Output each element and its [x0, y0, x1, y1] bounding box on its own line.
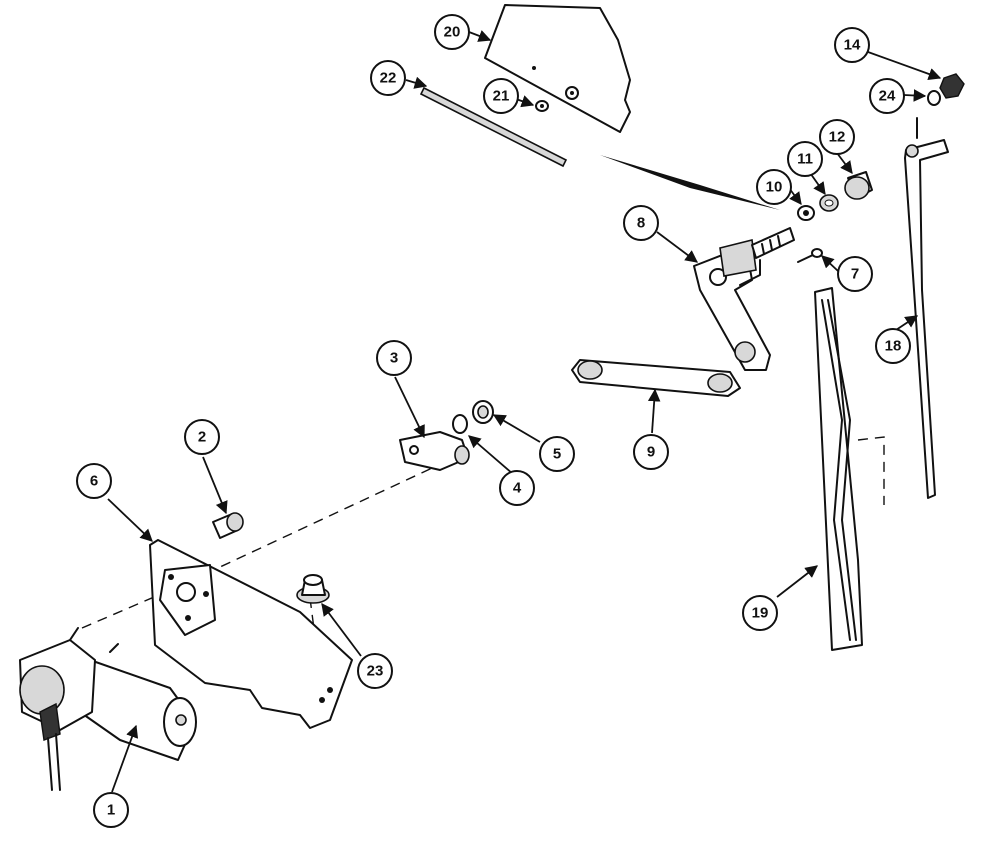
callout-1: 1 [93, 792, 129, 828]
svg-text:14: 14 [844, 37, 861, 54]
svg-text:3: 3 [390, 350, 398, 367]
part-flange-nut [296, 574, 330, 604]
callout-12: 12 [819, 119, 855, 155]
svg-text:4: 4 [513, 480, 522, 497]
callout-20: 20 [434, 14, 470, 50]
svg-text:18: 18 [885, 338, 902, 355]
part-bracket-plate [399, 431, 470, 471]
callout-23: 23 [357, 653, 393, 689]
callout-7: 7 [837, 256, 873, 292]
svg-text:22: 22 [380, 70, 397, 87]
callout-24: 24 [869, 78, 905, 114]
svg-text:23: 23 [367, 663, 384, 680]
part-wiper-motor [19, 627, 197, 791]
svg-text:7: 7 [851, 266, 859, 283]
callout-21: 21 [483, 78, 519, 114]
part-spindle-bracket [693, 227, 795, 371]
callout-22: 22 [370, 60, 406, 96]
part-nut-14 [939, 73, 965, 99]
svg-text:1: 1 [107, 802, 115, 819]
part-nut-5 [472, 400, 494, 424]
part-small-washer [535, 100, 549, 112]
callout-5: 5 [539, 436, 575, 472]
part-link-arm [571, 359, 741, 397]
svg-text:8: 8 [637, 215, 645, 232]
svg-text:2: 2 [198, 429, 206, 446]
part-screw-7 [797, 248, 823, 263]
svg-text:20: 20 [444, 24, 461, 41]
part-washer-4 [452, 414, 468, 434]
svg-text:19: 19 [752, 605, 769, 622]
svg-text:6: 6 [90, 473, 98, 490]
svg-text:10: 10 [766, 179, 783, 196]
svg-text:24: 24 [879, 88, 896, 105]
part-cap-12 [844, 171, 873, 200]
callouts: 1 2 3 4 5 6 7 8 [76, 14, 911, 828]
callout-2: 2 [184, 419, 220, 455]
callout-18: 18 [875, 328, 911, 364]
callout-8: 8 [623, 205, 659, 241]
part-cover [484, 4, 631, 133]
svg-text:5: 5 [553, 446, 561, 463]
callout-19: 19 [742, 595, 778, 631]
part-washer-10 [797, 205, 815, 221]
callout-11: 11 [787, 141, 823, 177]
part-wiper-blade [814, 287, 863, 651]
part-bolt-2 [212, 512, 244, 539]
callout-10: 10 [756, 169, 792, 205]
part-wiper-arm [904, 117, 949, 499]
callout-9: 9 [633, 434, 669, 470]
part-rod [419, 86, 568, 168]
callout-14: 14 [834, 27, 870, 63]
wedge-pointer [600, 155, 780, 210]
svg-text:11: 11 [797, 151, 813, 168]
svg-text:9: 9 [647, 444, 655, 461]
part-mount-bracket [149, 539, 353, 729]
part-washer-24 [927, 90, 941, 106]
callout-6: 6 [76, 463, 112, 499]
part-nut-11 [819, 194, 839, 212]
svg-text:12: 12 [829, 129, 846, 146]
callout-4: 4 [499, 470, 535, 506]
svg-text:21: 21 [493, 88, 510, 105]
callout-3: 3 [376, 340, 412, 376]
